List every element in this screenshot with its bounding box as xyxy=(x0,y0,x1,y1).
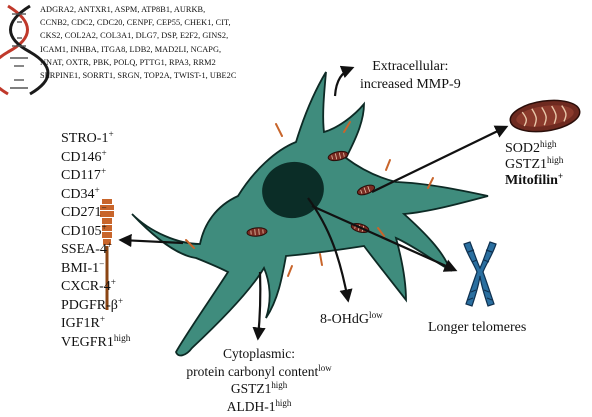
telomeres-label: Longer telomeres xyxy=(428,320,527,335)
marker-item: SSEA-4+ xyxy=(61,239,113,257)
gene-line: ICAM1, INHBA, ITGA8, LDB2, MAD2LI, NCAPG… xyxy=(40,44,222,54)
aldh-label: ALDH-1high xyxy=(226,397,292,414)
marker-item: CD117+ xyxy=(61,165,107,183)
surface-marker-list: STRO-1+ CD146+ CD117+ CD34+ CD271− CD105… xyxy=(61,128,131,352)
membrane-receptors xyxy=(185,121,434,277)
marker-item: CD34+ xyxy=(61,184,100,202)
extracellular-title: Extracellular: xyxy=(372,59,449,74)
marker-item: PDGFR-β+ xyxy=(61,295,124,313)
cytoplasmic-title: Cytoplasmic: xyxy=(223,346,295,361)
cytoplasmic-label: Cytoplasmic: protein carbonyl contentlow… xyxy=(166,345,352,415)
marker-item: STRO-1+ xyxy=(61,128,114,146)
carbonyl-label: protein carbonyl contentlow xyxy=(186,362,332,379)
mitofilin-label: Mitofilin+ xyxy=(505,170,564,188)
arrow-to-mmp9 xyxy=(333,65,355,97)
marker-item: BMI-1− xyxy=(61,258,105,276)
marker-item: IGF1R+ xyxy=(61,313,106,331)
marker-item: CD146+ xyxy=(61,147,107,165)
oxidative-dna-label: 8-OHdGlow xyxy=(320,309,383,327)
arrow-to-cytoplasmic xyxy=(252,271,266,341)
sod2-label: SOD2high xyxy=(505,138,557,156)
mitochondrion-icon xyxy=(509,99,581,133)
stromal-cell-body xyxy=(131,71,489,357)
arrows xyxy=(118,65,509,341)
chromosome-icon xyxy=(463,241,497,307)
marker-item: VEGFR1high xyxy=(61,332,131,350)
mitochondria-label: SOD2high GSTZ1high Mitofilin+ xyxy=(505,138,564,189)
marker-item: CD105+ xyxy=(61,221,107,239)
arrow-to-telomeres xyxy=(311,204,458,272)
nucleus xyxy=(262,161,324,219)
arrow-to-markers xyxy=(118,233,184,248)
arrow-to-mitochondrion xyxy=(371,125,509,193)
gene-expression-list: ADGRA2, ANTXR1, ASPM, ATP8B1, AURKB, CCN… xyxy=(40,3,308,82)
gene-line: ADGRA2, ANTXR1, ASPM, ATP8B1, AURKB, xyxy=(40,5,206,14)
gene-line: CCNB2, CDC2, CDC20, CENPF, CEP55, CHEK1,… xyxy=(40,18,231,28)
gene-line: SERPINE1, SORRT1, SRGN, TOP2A, TWIST-1, … xyxy=(40,71,237,81)
marker-item: CXCR-4+ xyxy=(61,276,117,294)
gstz1-label: GSTZ1high xyxy=(505,154,564,172)
extracellular-label: Extracellular: increased MMP-9 xyxy=(360,58,461,94)
marker-item: CD271− xyxy=(61,202,107,220)
receptor-icon xyxy=(100,199,114,310)
cyto-gstz1-label: GSTZ1high xyxy=(230,380,288,396)
extracellular-detail: increased MMP-9 xyxy=(360,77,461,92)
gene-line: NNAT, OXTR, PBK, POLQ, PTTG1, RPA3, RRM2 xyxy=(40,57,216,67)
gene-line: CKS2, COL2A2, COL3A1, DLG7, DSP, E2F2, G… xyxy=(40,31,229,41)
dna-helix-icon xyxy=(0,4,50,96)
